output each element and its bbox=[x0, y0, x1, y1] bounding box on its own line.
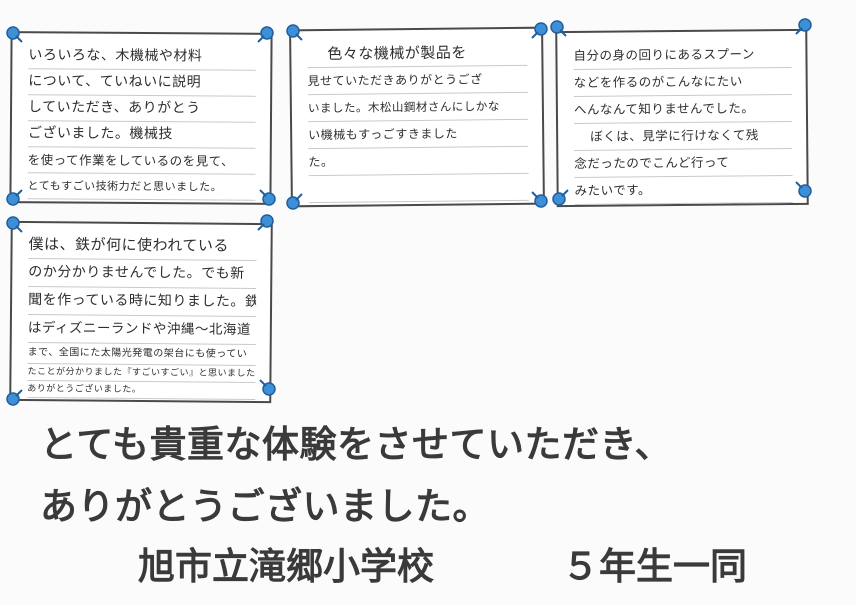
push-pin-icon bbox=[4, 388, 24, 408]
card-3-line: などを作るのがこんなにたい bbox=[573, 68, 792, 97]
school-name: 旭市立滝郷小学校 bbox=[138, 545, 434, 588]
card-4-line: のか分かりませんでした。でも新 bbox=[28, 259, 257, 290]
card-1-line: とてもすごい技術力だと思いました。 bbox=[27, 173, 256, 201]
card-2-line: ​ bbox=[308, 173, 529, 204]
card-4-line: はディズニーランドや沖縄～北海道 bbox=[27, 315, 256, 346]
push-pin-icon bbox=[550, 188, 570, 208]
card-2-line: た。 bbox=[308, 146, 529, 177]
message-card-4: 僕は、鉄が何に使われている のか分かりませんでした。でも新 聞を作っている時に知… bbox=[9, 220, 273, 404]
class-signature: ５年生一同 bbox=[562, 545, 747, 588]
card-2-line: 見せていただきありがとうござ bbox=[307, 65, 528, 96]
card-1-line: を使って作業をしているのを見て、 bbox=[27, 147, 256, 175]
push-pin-icon bbox=[284, 22, 304, 42]
card-2-line: いました。木松山鋼材さんにしかな bbox=[307, 92, 529, 123]
card-2-line: い機械もすっごすきました bbox=[308, 119, 529, 150]
card-1-line: ございました。機械技 bbox=[27, 121, 256, 149]
card-3-line: みたいです。 bbox=[574, 176, 793, 205]
push-pin-icon bbox=[258, 378, 278, 398]
card-3-line: 自分の身の回りにあるスプーン bbox=[573, 41, 792, 70]
push-pin-icon bbox=[284, 192, 304, 212]
card-4-line: 僕は、鉄が何に使われている bbox=[28, 231, 257, 262]
card-3-line: へんなんて知りませんでした。 bbox=[573, 95, 793, 124]
card-3-line: ぼくは、見学に行けなくて残 bbox=[574, 122, 793, 151]
card-4-line: まで、全国にた太陽光発電の架台にも使ってい bbox=[27, 343, 256, 367]
card-3-line: 念だったのでこんど行って bbox=[574, 149, 793, 178]
push-pin-icon bbox=[530, 20, 550, 40]
thank-you-line-1: とても貴重な体験をさせていただき、 bbox=[40, 423, 672, 466]
message-card-1: いろいろな、木機械や材料 について、ていねいに説明 していただき、ありがとう ご… bbox=[9, 31, 273, 205]
message-card-3: 自分の身の回りにあるスプーン などを作るのがこんなにたい へんなんて知りませんで… bbox=[555, 28, 809, 208]
push-pin-icon bbox=[548, 18, 568, 38]
push-pin-icon bbox=[258, 188, 278, 208]
push-pin-icon bbox=[4, 214, 24, 234]
message-card-2: 色々な機械が製品を 見せていただきありがとうござ いました。木松山鋼材さんにしか… bbox=[289, 26, 545, 208]
card-1-line: していただき、ありがとう bbox=[27, 95, 257, 123]
card-4-line: たことが分かりました『すごいすごい』と思いました。 bbox=[27, 364, 256, 384]
card-4-line: ありがとうございました。 bbox=[27, 381, 256, 401]
card-1-line: について、ていねいに説明 bbox=[28, 69, 257, 97]
thank-you-line-2: ありがとうございました。 bbox=[40, 485, 490, 528]
push-pin-icon bbox=[4, 188, 24, 208]
push-pin-icon bbox=[794, 180, 814, 200]
card-4-line: 聞を作っている時に知りました。鉄 bbox=[27, 287, 257, 318]
push-pin-icon bbox=[4, 24, 24, 44]
push-pin-icon bbox=[530, 190, 550, 210]
card-2-line: 色々な機械が製品を bbox=[307, 38, 528, 69]
push-pin-icon bbox=[794, 16, 814, 36]
push-pin-icon bbox=[256, 212, 276, 232]
card-1-line: いろいろな、木機械や材料 bbox=[28, 43, 257, 71]
push-pin-icon bbox=[256, 24, 276, 44]
